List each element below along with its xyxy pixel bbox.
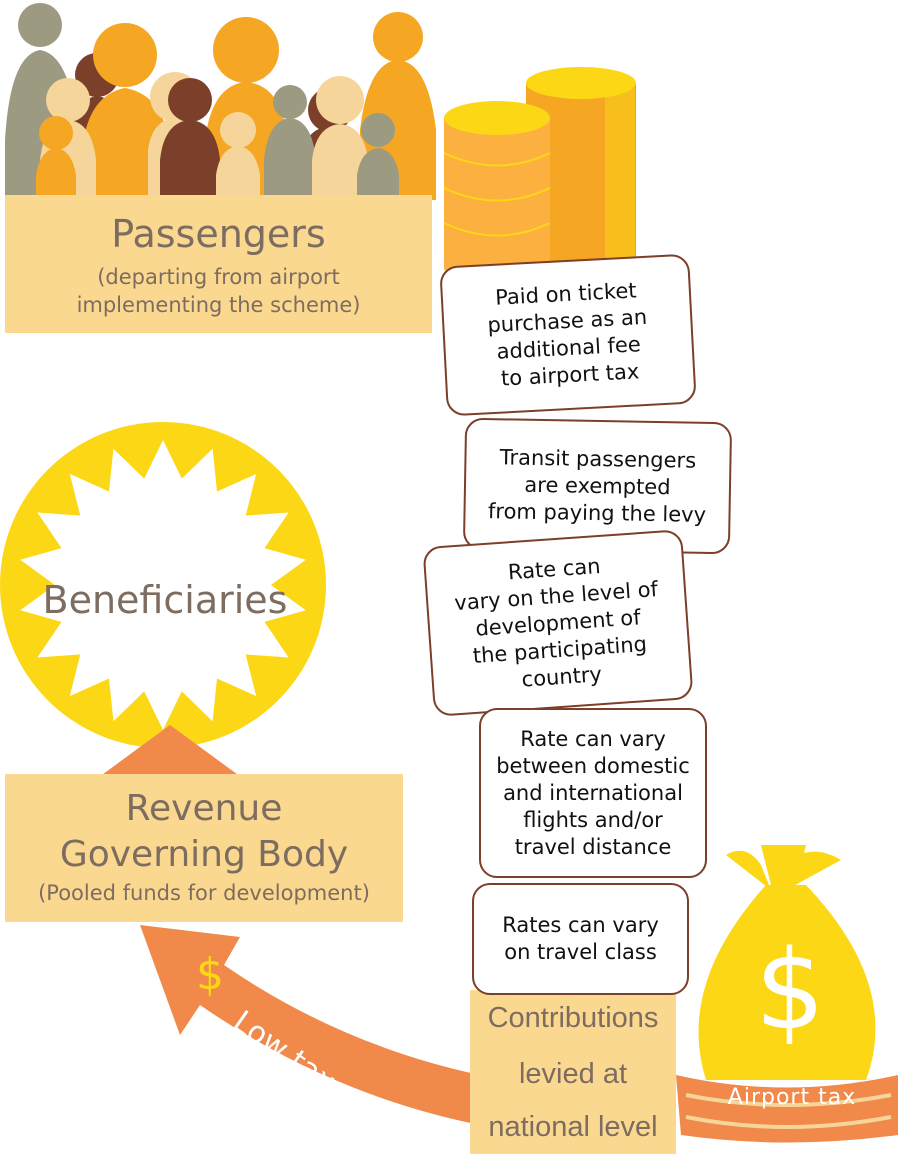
contributions-box [470, 990, 676, 1154]
money-bag-icon [676, 845, 898, 1143]
contributions-line3: national level [488, 1111, 658, 1143]
info-card: Transit passengers are exempted from pay… [462, 417, 733, 555]
revenue-title-line2: Governing Body [59, 834, 349, 875]
revenue-box [5, 774, 403, 922]
beneficiaries-label: Beneficiaries [42, 578, 288, 622]
person-icon [36, 116, 76, 200]
money-bag-label: Airport tax [727, 1085, 857, 1110]
person-icon [160, 78, 220, 200]
passengers-subtitle-line1: (departing from airport [97, 265, 340, 289]
info-card: Rate can vary between domestic and inter… [479, 708, 707, 878]
passengers-box [5, 195, 432, 333]
person-icon [312, 76, 368, 200]
info-card: Rate can vary on the level of developmen… [422, 529, 694, 717]
revenue-title-line1: Revenue [125, 788, 283, 829]
info-card: Paid on ticket purchase as an additional… [439, 253, 697, 417]
passengers-title: Passengers [111, 212, 326, 256]
beneficiaries-sun [0, 422, 326, 748]
contributions-line1: Contributions [487, 1002, 659, 1034]
up-arrow-icon [95, 725, 245, 780]
money-bag-dollar-icon: $ [755, 926, 825, 1054]
info-card: Rates can vary on travel class [472, 883, 689, 995]
person-icon [264, 85, 316, 200]
low-tax-rate-arrow [140, 925, 480, 1125]
person-icon [357, 113, 399, 200]
revenue-subtitle: (Pooled funds for development) [38, 881, 370, 905]
coin-stacks-icon [443, 67, 636, 284]
arrow-dollar-icon: $ [196, 949, 224, 1000]
passengers-illustration [5, 3, 436, 200]
person-icon [216, 112, 260, 200]
contributions-line2: levied at [518, 1058, 627, 1090]
passengers-subtitle-line2: implementing the scheme) [76, 293, 361, 317]
